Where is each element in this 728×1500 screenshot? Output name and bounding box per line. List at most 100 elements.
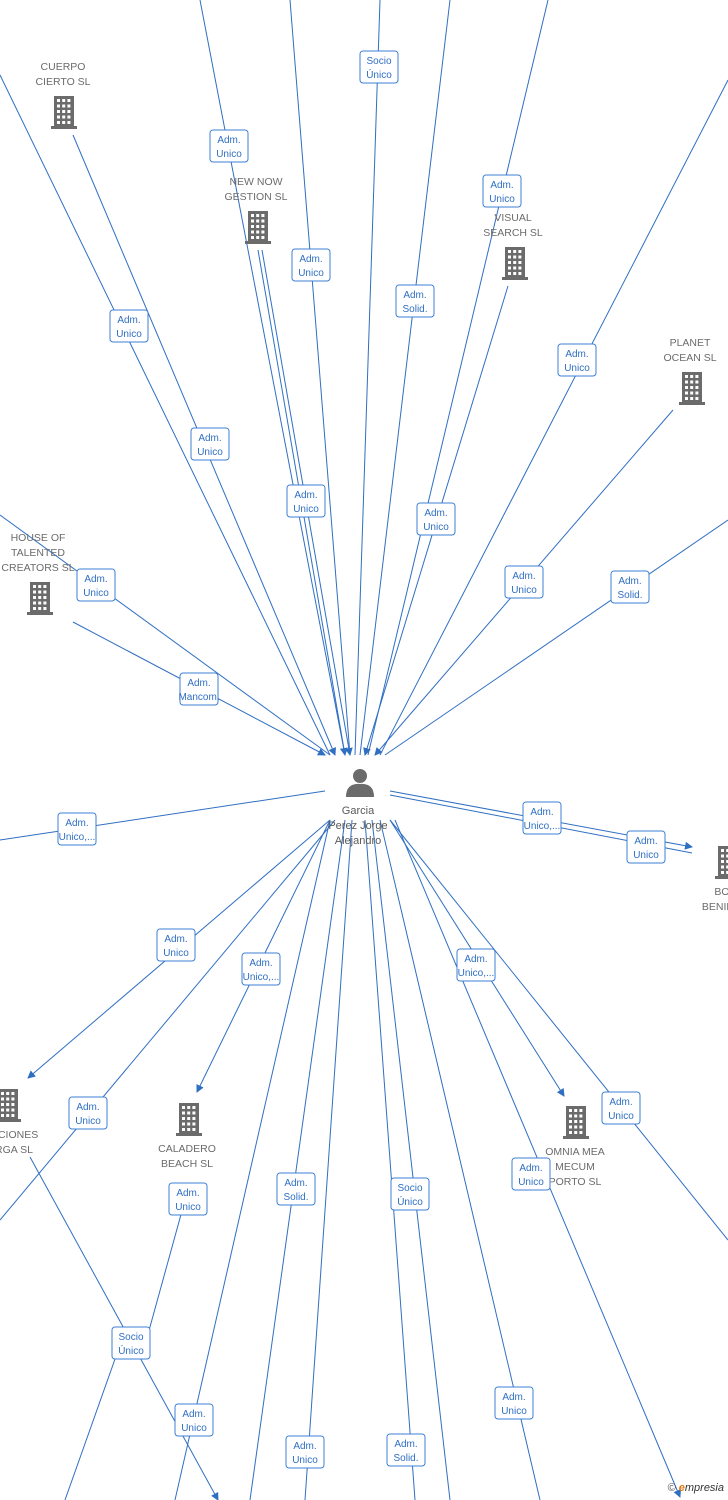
edge-labels-layer: SocioÚnicoAdm.UnicoAdm.UnicoAdm.UnicoAdm… bbox=[57, 50, 666, 1469]
edge-label-badge[interactable]: Adm.Unico bbox=[76, 568, 116, 602]
edge-line bbox=[249, 819, 346, 1500]
building-icon bbox=[563, 1106, 589, 1139]
edge-label-badge[interactable]: Adm.Unico bbox=[285, 1435, 325, 1469]
company-name-line: CREATORS SL bbox=[1, 562, 74, 574]
edge-label-text: Adm. bbox=[182, 1409, 205, 1420]
building-icon bbox=[715, 846, 728, 879]
edge-label-text: Unico bbox=[511, 585, 537, 596]
company-name-line: HOUSE OF bbox=[11, 532, 66, 544]
edge-line bbox=[0, 514, 331, 756]
edge-label-text: Adm. bbox=[164, 934, 187, 945]
company-name-line: NEW NOW bbox=[229, 176, 282, 188]
edge-label-badge[interactable]: Adm.Unico bbox=[209, 129, 249, 163]
edge-label-text: Unico bbox=[564, 363, 590, 374]
edge-label-badge[interactable]: Adm. Unico bbox=[156, 928, 196, 962]
edge-label-text: Único bbox=[118, 1344, 144, 1357]
edge-label-text: Socio bbox=[366, 56, 391, 67]
company-name-line: TALENTED bbox=[11, 547, 65, 559]
edge-label-badge[interactable]: Adm.Unico bbox=[291, 248, 331, 282]
company-node-house[interactable]: HOUSE OF TALENTED CREATORS SL bbox=[1, 532, 75, 615]
edge-label-text: Adm. bbox=[198, 433, 221, 444]
edge-label-text: Unico bbox=[501, 1406, 527, 1417]
edge-label-badge[interactable]: Adm. Unico bbox=[494, 1386, 534, 1420]
edge-label-badge[interactable]: Adm.Solid. bbox=[395, 284, 435, 318]
edge-label-badge[interactable]: Adm.Unico bbox=[168, 1182, 208, 1216]
edge-line bbox=[359, 0, 451, 756]
building-icon bbox=[502, 247, 528, 280]
edge-label-text: Adm. bbox=[519, 1163, 542, 1174]
edge-label-text: Unico bbox=[197, 447, 223, 458]
edge-label-badge[interactable]: Adm. Unico,... bbox=[456, 948, 496, 982]
edge-label-text: Adm. bbox=[512, 571, 535, 582]
person-name-line: Alejandro bbox=[335, 835, 381, 847]
edge-label-text: Socio bbox=[397, 1183, 422, 1194]
edge-label-text: Unico,... bbox=[458, 968, 495, 979]
edge-label-text: Unico bbox=[83, 588, 109, 599]
edge-label-badge[interactable]: Adm.Unico,... bbox=[57, 812, 97, 846]
edge-label-text: Adm. bbox=[618, 576, 641, 587]
company-name-line: BENIDO bbox=[702, 901, 728, 913]
edge-label-badge[interactable]: Adm. Solid. bbox=[610, 570, 650, 604]
edge-label-text: Solid. bbox=[617, 590, 642, 601]
company-node-ociones[interactable]: OCIONESRGA SL bbox=[0, 1089, 38, 1156]
edge-label-badge[interactable]: Adm. Unico bbox=[190, 427, 230, 461]
edge-label-badge[interactable]: Adm.Solid. bbox=[276, 1172, 316, 1206]
company-name-line: PORTO SL bbox=[549, 1176, 602, 1188]
edge-label-badge[interactable]: Adm.Unico bbox=[601, 1091, 641, 1125]
edge-label-text: Adm. bbox=[502, 1392, 525, 1403]
edge-label-text: Unico bbox=[75, 1116, 101, 1127]
edge-line bbox=[0, 74, 331, 756]
edge-label-badge[interactable]: Adm.Unico bbox=[286, 484, 326, 518]
person-name-line: Perez Jorge bbox=[328, 820, 387, 832]
edge-label-text: Unico,... bbox=[243, 972, 280, 983]
edge-label-text: Adm. bbox=[217, 135, 240, 146]
edge-label-badge[interactable]: Adm.Unico bbox=[557, 343, 597, 377]
edge-label-badge[interactable]: Adm. Unico bbox=[504, 565, 544, 599]
company-name-line: CALADERO bbox=[158, 1143, 216, 1155]
edge-label-text: Adm. bbox=[394, 1439, 417, 1450]
edge-label-badge[interactable]: Adm.Unico,... bbox=[522, 801, 562, 835]
edge-label-text: Adm. bbox=[530, 807, 553, 818]
edge-label-badge[interactable]: Adm.Unico bbox=[174, 1403, 214, 1437]
company-node-caladero[interactable]: CALADERO BEACH SL bbox=[158, 1103, 216, 1170]
edge-label-badge[interactable]: Adm.Unico bbox=[416, 502, 456, 536]
edge-label-badge[interactable]: Adm.Unico bbox=[626, 830, 666, 864]
edge-label-text: Unico bbox=[175, 1202, 201, 1213]
edge-label-badge[interactable]: Adm.Unico bbox=[109, 309, 149, 343]
edge-label-text: Unico bbox=[116, 329, 142, 340]
edge-label-badge[interactable]: Adm. Solid. bbox=[386, 1433, 426, 1467]
edge-label-text: Solid. bbox=[393, 1453, 418, 1464]
edge-label-text: Adm. bbox=[464, 954, 487, 965]
edge-label-badge[interactable]: Adm.Mancom. bbox=[178, 672, 220, 706]
edge-label-text: Socio bbox=[118, 1332, 143, 1343]
person-icon bbox=[346, 769, 374, 797]
edge-label-text: Solid. bbox=[402, 304, 427, 315]
edge-label-text: Adm. bbox=[424, 508, 447, 519]
edge-line bbox=[199, 0, 346, 756]
edge-label-badge[interactable]: Adm.Unico bbox=[68, 1096, 108, 1130]
edge-label-text: Adm. bbox=[65, 818, 88, 829]
copyright-symbol: © bbox=[667, 1482, 676, 1494]
edge-label-badge[interactable]: Adm.Unico,... bbox=[241, 952, 281, 986]
edge-line bbox=[174, 819, 331, 1500]
edge-label-text: Unico bbox=[163, 948, 189, 959]
edge-label-text: Adm. bbox=[284, 1178, 307, 1189]
company-name-line: BEACH SL bbox=[161, 1158, 213, 1170]
edge-label-text: Unico bbox=[489, 194, 515, 205]
company-node-bo[interactable]: BOBENIDO bbox=[702, 846, 728, 913]
edge-label-badge[interactable]: Adm.Unico bbox=[511, 1157, 551, 1191]
building-icon bbox=[176, 1103, 202, 1136]
company-name-line: OCEAN SL bbox=[663, 352, 716, 364]
edge-label-badge[interactable]: Adm.Unico bbox=[482, 174, 522, 208]
